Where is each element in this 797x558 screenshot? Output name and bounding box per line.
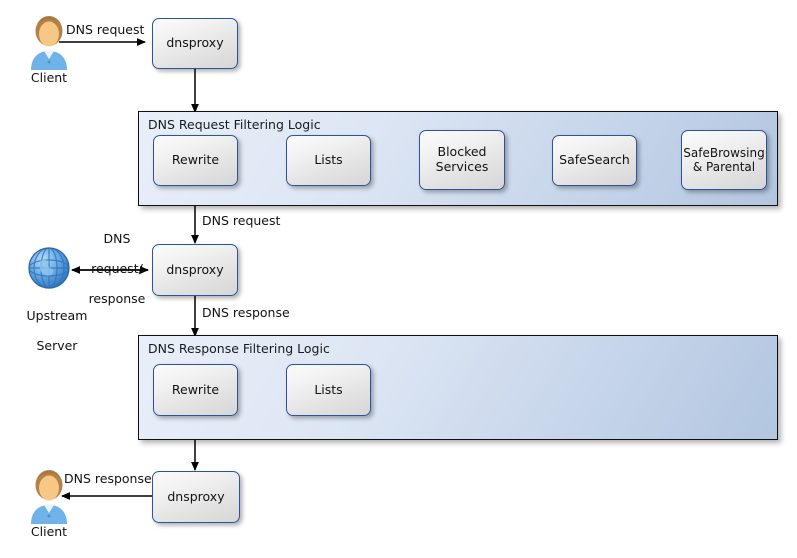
edge-label-proxy-to-client: DNS response (64, 471, 152, 486)
request-stage-lists[interactable]: Lists (286, 135, 371, 186)
dnsproxy-top[interactable]: dnsproxy (152, 18, 238, 69)
user-avatar-icon (31, 470, 67, 524)
dnsproxy-middle-label: dnsproxy (166, 261, 224, 277)
request-stage-lists-label: Lists (314, 152, 343, 168)
response-stage-lists[interactable]: Lists (286, 364, 371, 416)
request-stage-rewrite[interactable]: Rewrite (153, 135, 238, 186)
dnsproxy-middle[interactable]: dnsproxy (152, 244, 238, 296)
response-panel-title: DNS Response Filtering Logic (148, 341, 330, 356)
client-bottom-label: Client (30, 524, 68, 539)
request-stage-safesearch-label: SafeSearch (559, 152, 630, 168)
dnsproxy-top-label: dnsproxy (166, 35, 224, 51)
request-stage-blocked-services[interactable]: Blocked Services (419, 130, 505, 190)
response-stage-rewrite[interactable]: Rewrite (153, 364, 238, 416)
edge-label-upstream-exchange: DNS request/ response (88, 231, 146, 306)
request-stage-safebrowsing-parental-label: SafeBrowsing & Parental (683, 145, 765, 174)
edge-label-proxy-to-request-panel: DNS request (202, 213, 281, 228)
edge-label-client-to-proxy: DNS request (66, 22, 145, 37)
request-stage-blocked-services-label: Blocked Services (435, 144, 489, 174)
edge-label-proxy-to-response-panel: DNS response (202, 305, 290, 320)
user-avatar-icon (31, 16, 67, 70)
globe-icon (28, 247, 70, 289)
client-top-label: Client (30, 70, 68, 85)
dnsproxy-bottom[interactable]: dnsproxy (152, 471, 240, 523)
upstream-server-label: Upstream Server (26, 308, 88, 353)
dnsproxy-bottom-label: dnsproxy (167, 488, 225, 504)
request-stage-rewrite-label: Rewrite (171, 152, 220, 168)
response-stage-lists-label: Lists (314, 381, 343, 397)
response-stage-rewrite-label: Rewrite (171, 381, 220, 397)
request-panel-title: DNS Request Filtering Logic (148, 117, 321, 132)
dns-response-filtering-panel: DNS Response Filtering Logic (138, 335, 778, 440)
request-stage-safebrowsing-parental[interactable]: SafeBrowsing & Parental (681, 130, 767, 190)
request-stage-safesearch[interactable]: SafeSearch (552, 135, 637, 186)
